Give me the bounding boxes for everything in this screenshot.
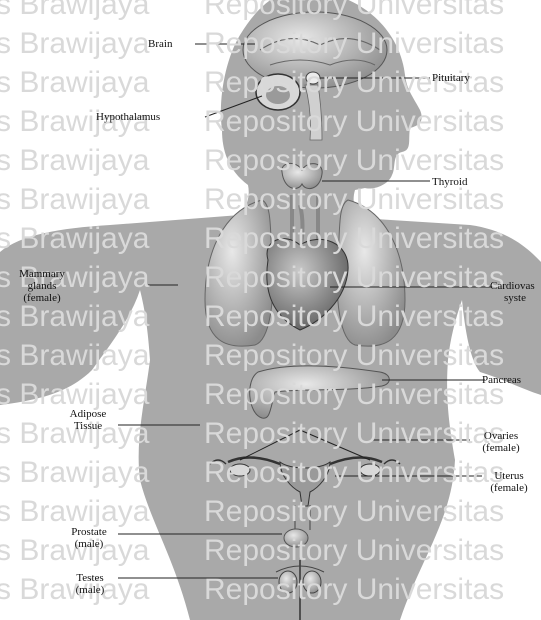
watermark-left-text: s Brawijaya [0, 300, 149, 334]
watermark-row: s Brawijaya Repository Universitas [0, 183, 541, 223]
label-ovaries-line2: (female) [470, 442, 532, 454]
label-mammary-line1: Mammary [8, 268, 76, 280]
watermark-row: s Brawijaya Repository Universitas [0, 0, 541, 28]
watermark-row: s Brawijaya Repository Universitas [0, 339, 541, 379]
watermark-right-text: Repository Universitas [204, 27, 504, 61]
watermark-left-text: s Brawijaya [0, 66, 149, 100]
label-mammary-line2: glands [8, 280, 76, 292]
watermark-right-text: Repository Universitas [204, 534, 504, 568]
label-prostate-line1: Prostate [58, 526, 120, 538]
watermark-row: s Brawijaya Repository Universitas [0, 27, 541, 67]
watermark-left-text: s Brawijaya [0, 339, 149, 373]
watermark-row: s Brawijaya Repository Universitas [0, 456, 541, 496]
label-prostate-line2: (male) [58, 538, 120, 550]
watermark-row: s BrawijayaRepository Universitas [0, 261, 541, 301]
watermark-left-text: s Brawijaya [0, 495, 149, 529]
watermark-left-text: s Brawijaya [0, 27, 149, 61]
watermark-left-text: s Brawijaya [0, 456, 149, 490]
label-uterus-line1: Uterus [480, 470, 538, 482]
label-testes: Testes (male) [62, 572, 118, 596]
watermark-row: s Brawijaya Repository Universitas [0, 300, 541, 340]
label-cardio-line1: Cardiovas [490, 280, 535, 292]
label-adipose-tissue: Adipose Tissue [58, 408, 118, 432]
label-adipose-line2: Tissue [58, 420, 118, 432]
watermark-right-text: Repository Universitas [204, 144, 504, 178]
watermark-left-text: s Brawijaya [0, 378, 149, 412]
watermark-right-text: Repository Universitas [204, 183, 504, 217]
watermark-right-text: Repository Universitas [204, 0, 504, 22]
label-prostate: Prostate (male) [58, 526, 120, 550]
label-pancreas: Pancreas [482, 374, 521, 386]
watermark-left-text: s Brawijaya [0, 222, 149, 256]
label-hypothalamus: Hypothalamus [96, 111, 160, 123]
watermark-right-text: Repository Universitas [204, 378, 504, 412]
label-thyroid: Thyroid [432, 176, 467, 188]
watermark-row: s BrawijayaRepository Universitas [0, 105, 541, 145]
watermark-right-text: Repository Universitas [204, 261, 504, 295]
label-mammary-glands: Mammary glands (female) [8, 268, 76, 304]
label-testes-line2: (male) [62, 584, 118, 596]
watermark-right-text: Repository Universitas [204, 456, 504, 490]
label-ovaries-line1: Ovaries [470, 430, 532, 442]
watermark-right-text: Repository Universitas [204, 573, 504, 607]
watermark-left-text: s Brawijaya [0, 183, 149, 217]
watermark-right-text: Repository Universitas [204, 105, 504, 139]
watermark-right-text: Repository Universitas [204, 222, 504, 256]
label-testes-line1: Testes [62, 572, 118, 584]
watermark-right-text: Repository Universitas [204, 300, 504, 334]
label-cardio-line2: syste [490, 292, 535, 304]
label-cardiovascular: Cardiovas syste [490, 280, 535, 304]
label-brain: Brain [148, 38, 172, 50]
label-uterus-line2: (female) [480, 482, 538, 494]
label-uterus: Uterus (female) [480, 470, 538, 494]
label-mammary-line3: (female) [8, 292, 76, 304]
label-ovaries: Ovaries (female) [470, 430, 532, 454]
watermark-left-text: s Brawijaya [0, 0, 149, 22]
watermark-right-text: Repository Universitas [204, 495, 504, 529]
label-pituitary: Pituitary [432, 72, 470, 84]
watermark-row: s Brawijaya Repository Universitas [0, 222, 541, 262]
watermark-right-text: Repository Universitas [204, 339, 504, 373]
watermark-right-text: Repository Universitas [204, 417, 504, 451]
watermark-left-text: s Brawijaya [0, 144, 149, 178]
label-adipose-line1: Adipose [58, 408, 118, 420]
